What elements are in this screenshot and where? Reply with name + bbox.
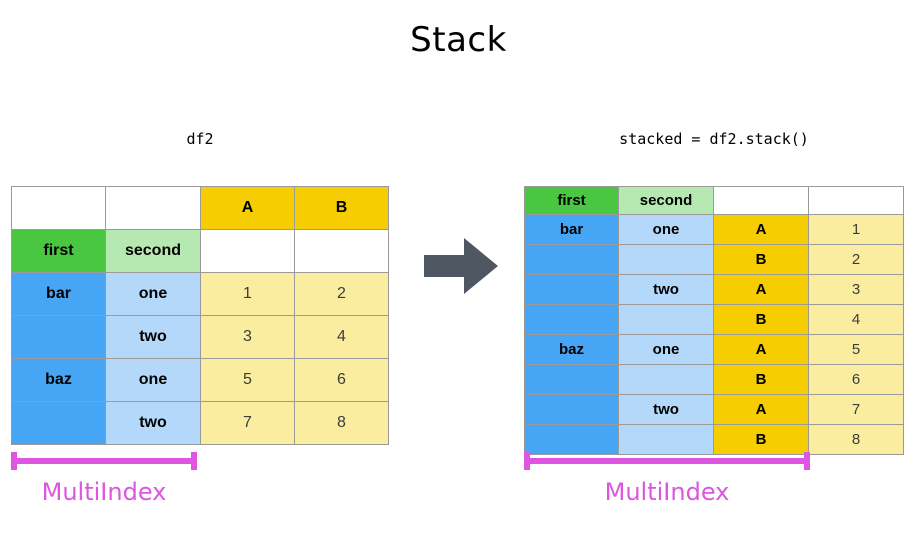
table-cell: B: [713, 304, 809, 335]
table-cell: 7: [808, 394, 904, 425]
table-cell: 3: [808, 274, 904, 305]
table-cell: B: [713, 244, 809, 275]
table-cell: 1: [808, 214, 904, 245]
table-cell: [713, 186, 809, 215]
table-cell: first: [524, 186, 619, 215]
table-cell: [105, 186, 201, 230]
table-cell: second: [618, 186, 714, 215]
table-cell: 4: [294, 315, 389, 359]
bracket-icon: [524, 452, 810, 470]
table-cell: bar: [11, 272, 106, 316]
table-cell: [524, 394, 619, 425]
table-cell: bar: [524, 214, 619, 245]
table-cell: two: [105, 315, 201, 359]
table-cell: [294, 229, 389, 273]
table-cell: A: [713, 274, 809, 305]
table-cell: 4: [808, 304, 904, 335]
table-cell: [200, 229, 295, 273]
table-cell: 3: [200, 315, 295, 359]
table-cell: one: [105, 358, 201, 402]
table-cell: second: [105, 229, 201, 273]
table-cell: 2: [808, 244, 904, 275]
table-cell: [524, 304, 619, 335]
table-cell: [618, 304, 714, 335]
table-cell: B: [713, 424, 809, 455]
table-cell: [524, 364, 619, 395]
multiindex-label-left: MultiIndex: [41, 478, 167, 506]
table-cell: 7: [200, 401, 295, 445]
table-cell: [524, 244, 619, 275]
multiindex-bracket-right: [524, 452, 810, 470]
table-cell: 5: [808, 334, 904, 365]
table-cell: two: [618, 274, 714, 305]
multiindex-bracket-left: [11, 452, 197, 470]
table-cell: B: [294, 186, 389, 230]
bracket-icon: [11, 452, 197, 470]
table-cell: baz: [524, 334, 619, 365]
table-cell: baz: [11, 358, 106, 402]
table-cell: one: [105, 272, 201, 316]
multiindex-label-right: MultiIndex: [604, 478, 730, 506]
table-cell: two: [618, 394, 714, 425]
table-cell: one: [618, 334, 714, 365]
table-cell: 6: [294, 358, 389, 402]
page-title: Stack: [410, 20, 507, 60]
table-cell: one: [618, 214, 714, 245]
table-cell: [524, 274, 619, 305]
table-cell: 8: [808, 424, 904, 455]
left-table-caption: df2: [186, 130, 214, 148]
table-cell: A: [713, 334, 809, 365]
arrow-right-icon: [424, 238, 498, 294]
table-cell: [524, 424, 619, 455]
table-cell: [618, 244, 714, 275]
table-cell: 1: [200, 272, 295, 316]
right-table-caption: stacked = df2.stack(): [619, 130, 809, 148]
table-cell: A: [713, 394, 809, 425]
table-cell: [11, 186, 106, 230]
table-cell: [808, 186, 904, 215]
table-cell: [11, 315, 106, 359]
table-cell: B: [713, 364, 809, 395]
table-cell: 6: [808, 364, 904, 395]
table-cell: [11, 401, 106, 445]
table-cell: [618, 364, 714, 395]
table-cell: 5: [200, 358, 295, 402]
flow-arrow-right: [424, 238, 498, 294]
table-cell: two: [105, 401, 201, 445]
table-cell: A: [713, 214, 809, 245]
table-cell: 8: [294, 401, 389, 445]
table-cell: first: [11, 229, 106, 273]
table-cell: 2: [294, 272, 389, 316]
table-cell: A: [200, 186, 295, 230]
table-cell: [618, 424, 714, 455]
